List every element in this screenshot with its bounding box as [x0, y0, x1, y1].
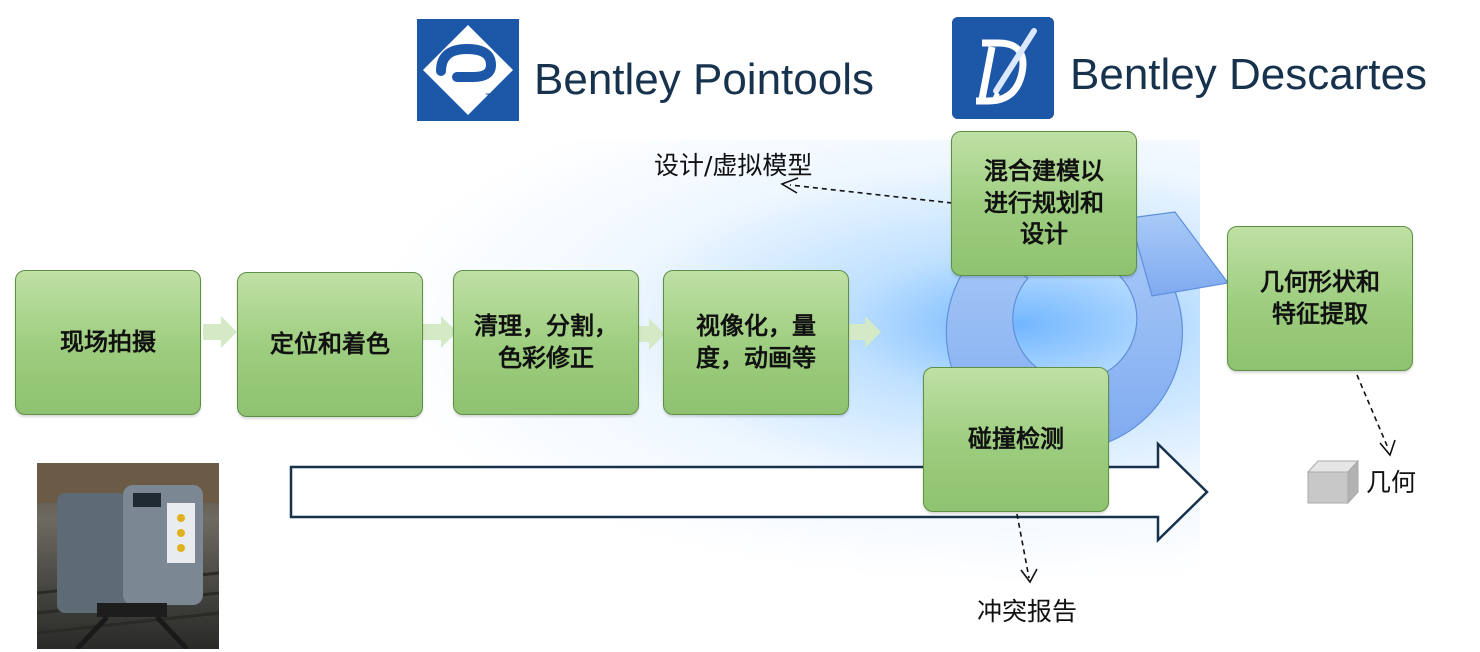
geometry-label: 几何 — [1366, 468, 1417, 497]
descartes-title: Bentley Descartes — [1070, 50, 1428, 99]
descartes-logo-icon — [952, 17, 1054, 119]
chevron-right-icon — [631, 318, 665, 350]
pointools-logo-icon: B — [417, 19, 519, 121]
step-cleanup-segmentation: 清理，分割， 色彩修正 — [453, 270, 639, 415]
cycle-feature-extraction: 几何形状和 特征提取 — [1227, 226, 1413, 371]
step-site-capture: 现场拍摄 — [15, 270, 201, 415]
step-label: 视像化，量 度，动画等 — [696, 311, 816, 372]
pointools-title: Bentley Pointools — [534, 55, 874, 104]
step-label: 定位和着色 — [270, 329, 390, 358]
cycle-clash-detection: 碰撞检测 — [923, 367, 1109, 512]
cycle-label: 混合建模以 进行规划和 设计 — [984, 156, 1104, 249]
step-label: 清理，分割， 色彩修正 — [474, 311, 618, 372]
chevron-right-icon — [423, 316, 457, 348]
step-registration-coloring: 定位和着色 — [237, 272, 423, 417]
geometry-cube-icon — [1306, 459, 1360, 505]
chevron-right-icon — [203, 316, 237, 348]
cycle-label: 几何形状和 特征提取 — [1260, 267, 1380, 328]
design-model-label: 设计/虚拟模型 — [654, 151, 813, 180]
clash-report-label: 冲突报告 — [977, 597, 1078, 626]
laser-scanner-photo — [37, 463, 219, 649]
chevron-right-icon — [847, 316, 881, 348]
cycle-hybrid-modeling: 混合建模以 进行规划和 设计 — [951, 131, 1137, 276]
cycle-label: 碰撞检测 — [968, 424, 1064, 453]
pointools-logo-letter: B — [483, 88, 499, 117]
step-visualization: 视像化，量 度，动画等 — [663, 270, 849, 415]
step-label: 现场拍摄 — [60, 327, 156, 356]
